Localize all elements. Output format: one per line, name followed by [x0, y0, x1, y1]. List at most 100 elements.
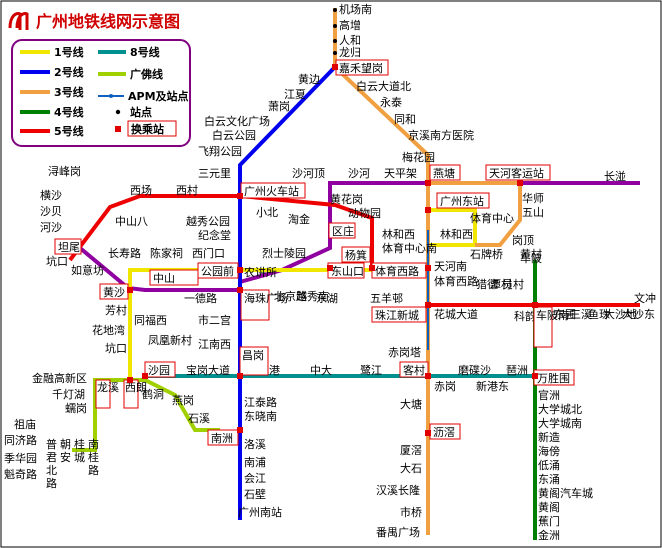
- station-label: 宝岗大道: [186, 363, 230, 377]
- station-label: 东涌: [538, 473, 560, 486]
- station-label: 越秀南: [296, 289, 329, 303]
- station-label: 季华园: [4, 451, 37, 465]
- station-label: 体育中心南: [382, 241, 437, 255]
- station-label: 大学城南: [538, 416, 582, 430]
- station-label: 花城大道: [434, 307, 478, 321]
- station-label: 林和西: [440, 227, 473, 241]
- station-label: 大石: [400, 461, 422, 475]
- legend-apm-dot-icon: [109, 94, 113, 98]
- station-label: 北京路: [274, 289, 307, 303]
- interchange-box: [429, 164, 461, 181]
- station-label: 华师: [522, 191, 544, 205]
- legend-station-label: 站点: [130, 105, 152, 119]
- station-label: 中大: [310, 363, 332, 377]
- legend-box: [11, 39, 191, 147]
- interchange-square-icon: [425, 180, 431, 186]
- station-label: 越秀公园: [186, 214, 230, 228]
- station-label: 南浦: [244, 456, 266, 469]
- interchange-label: 南洲: [211, 432, 233, 445]
- interchange-label: 坦尾: [58, 240, 80, 254]
- station-label: 三溪: [570, 308, 592, 321]
- interchange-label: 广州东站: [440, 194, 484, 208]
- station-label: 南桂路: [88, 438, 99, 477]
- interchange-label: 东山口: [331, 265, 364, 278]
- station-label: 西村: [176, 183, 198, 197]
- interchange-square-icon: [332, 64, 338, 70]
- interchange-stations: 嘉禾望岗 广州火车站 燕塘 天河客运站 广州东站 坦尾 区庄 杨箕 东山口 体育…: [54, 59, 575, 446]
- metro-logo-icon: [8, 12, 29, 30]
- station-label: 江泰路: [244, 395, 277, 409]
- interchange-box: [328, 222, 356, 239]
- station-label: 萧岗: [268, 100, 290, 113]
- interchange-box: [341, 246, 371, 263]
- interchange-square-icon: [237, 193, 243, 199]
- station-label: 坑口: [105, 341, 127, 355]
- station-label: 农讲所: [244, 265, 277, 279]
- station-dot-icon: [333, 8, 337, 12]
- station-label: 天河南: [434, 260, 467, 273]
- interchange-square-icon: [127, 287, 133, 293]
- station-label: 东湖: [316, 292, 338, 305]
- station-label: 龙归: [339, 45, 361, 59]
- legend-interchange-box: [127, 120, 177, 137]
- station-label: 大沙地: [604, 307, 637, 321]
- station-label: 如意坊: [71, 263, 104, 277]
- interchange-square-icon: [425, 265, 431, 271]
- legend-line4-label: 4号线: [54, 105, 84, 119]
- station-label: 会江: [244, 472, 266, 485]
- station-label: 黄村: [520, 247, 542, 261]
- station-label: 沙河顶: [292, 167, 325, 180]
- station-label: 桂城: [74, 437, 85, 464]
- station-label: 金洲: [538, 528, 560, 542]
- interchange-box: [54, 238, 82, 255]
- station-label: 汉溪长隆: [376, 483, 420, 497]
- station-label: 东圃: [554, 308, 576, 321]
- legend-line8-label: 8号线: [130, 45, 160, 59]
- station-label: 小北: [256, 206, 278, 219]
- station-label: 千灯湖: [52, 388, 85, 401]
- station-label: 西场: [130, 183, 152, 197]
- station-label: 鹤洞: [142, 387, 164, 401]
- station-label: 猎德: [476, 277, 498, 291]
- station-label: 高增: [339, 18, 361, 32]
- station-label: 魁奇路: [4, 467, 37, 481]
- station-label: 花地湾: [92, 323, 125, 337]
- station-label: 西门口: [192, 246, 225, 260]
- interchange-square-icon: [532, 302, 538, 308]
- station-label: 五羊邨: [370, 291, 403, 305]
- station-label: 祖庙: [14, 417, 36, 431]
- station-label: 沙贝: [40, 205, 62, 218]
- interchange-box: [240, 182, 306, 199]
- interchange-label: 珠江新城: [375, 308, 419, 322]
- interchange-square-icon: [369, 265, 375, 271]
- legend-apm-label: APM及站点: [128, 89, 189, 103]
- station-label: 烈士陵园: [262, 246, 306, 260]
- station-label: 石壁: [244, 487, 266, 501]
- station-label: 京溪南方医院: [408, 128, 474, 142]
- station-label: 大沙东: [622, 307, 655, 321]
- station-label: 琶洲: [506, 364, 528, 377]
- interchange-label: 客村: [403, 363, 425, 377]
- legend-station-dot-icon: [115, 109, 121, 115]
- station-label: 同和: [394, 113, 416, 126]
- station-label: 动物园: [348, 206, 381, 220]
- interchange-square-icon: [517, 180, 523, 186]
- station-label: 车陂: [520, 251, 542, 265]
- station-label: 人和: [339, 34, 361, 47]
- interchange-label: 万胜围: [537, 371, 570, 385]
- interchange-square-icon: [532, 373, 538, 379]
- station-label: 低涌: [538, 459, 560, 472]
- station-label: 文冲: [634, 291, 656, 305]
- interchange-box: [144, 361, 176, 378]
- station-label: 白云大道北: [356, 79, 411, 93]
- interchange-square-icon: [425, 302, 431, 308]
- station-label: 官洲: [538, 388, 560, 402]
- station-label: 同济路: [4, 433, 37, 447]
- legend-interchange-label: 换乘站: [131, 122, 164, 136]
- legend-interchange-square-icon: [115, 126, 121, 132]
- station-dot-icon: [333, 24, 337, 28]
- interchange-label: 海珠广场: [244, 291, 288, 305]
- station-label: 市桥: [400, 505, 422, 519]
- interchange-square-icon: [327, 265, 333, 271]
- interchange-box: [95, 379, 111, 409]
